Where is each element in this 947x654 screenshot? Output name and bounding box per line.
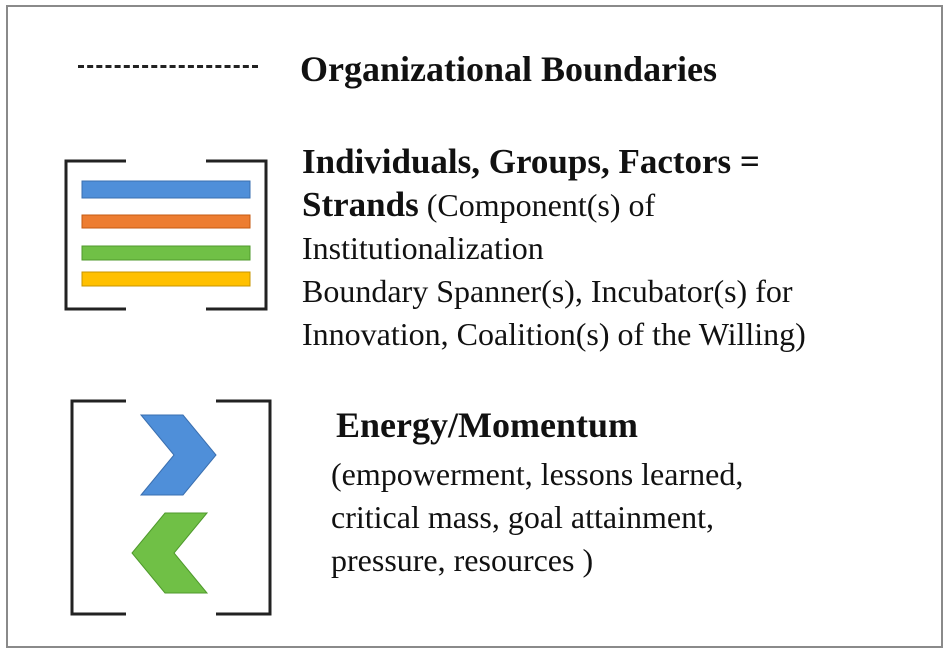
strand-bar-yellow bbox=[81, 271, 251, 287]
strands-title-line1: Individuals, Groups, Factors = bbox=[302, 142, 760, 181]
strand-bar-orange bbox=[81, 214, 251, 229]
legend-panel: Organizational Boundaries Individuals, G… bbox=[6, 5, 943, 648]
strand-bar-blue bbox=[81, 180, 251, 199]
left-chevron-icon bbox=[131, 512, 209, 594]
strands-title-line2: Strands bbox=[302, 185, 419, 224]
strands-right-bracket bbox=[206, 159, 268, 311]
energy-desc-line1: (empowerment, lessons learned, bbox=[331, 456, 744, 492]
organizational-boundaries-label: Organizational Boundaries bbox=[300, 49, 718, 89]
organizational-boundary-dashed-line bbox=[78, 65, 258, 68]
energy-momentum-icon bbox=[70, 399, 272, 616]
strands-desc-line2: Institutionalization bbox=[302, 230, 544, 266]
energy-left-bracket bbox=[70, 399, 126, 616]
energy-right-bracket bbox=[216, 399, 272, 616]
energy-desc-line3: pressure, resources ) bbox=[331, 542, 594, 578]
strands-icon bbox=[64, 159, 268, 311]
strands-desc-line4: Innovation, Coalition(s) of the Willing) bbox=[302, 316, 806, 352]
strands-desc-line3: Boundary Spanner(s), Incubator(s) for bbox=[302, 273, 793, 309]
energy-momentum-description: (empowerment, lessons learned, critical … bbox=[331, 453, 931, 582]
strands-left-bracket bbox=[64, 159, 126, 311]
energy-desc-line2: critical mass, goal attainment, bbox=[331, 499, 714, 535]
energy-momentum-title: Energy/Momentum bbox=[336, 405, 638, 445]
strand-bar-green bbox=[81, 245, 251, 261]
strands-desc-line1: (Component(s) of bbox=[418, 187, 656, 223]
strands-description: Individuals, Groups, Factors = Strands (… bbox=[302, 140, 922, 356]
right-chevron-icon bbox=[139, 414, 217, 496]
